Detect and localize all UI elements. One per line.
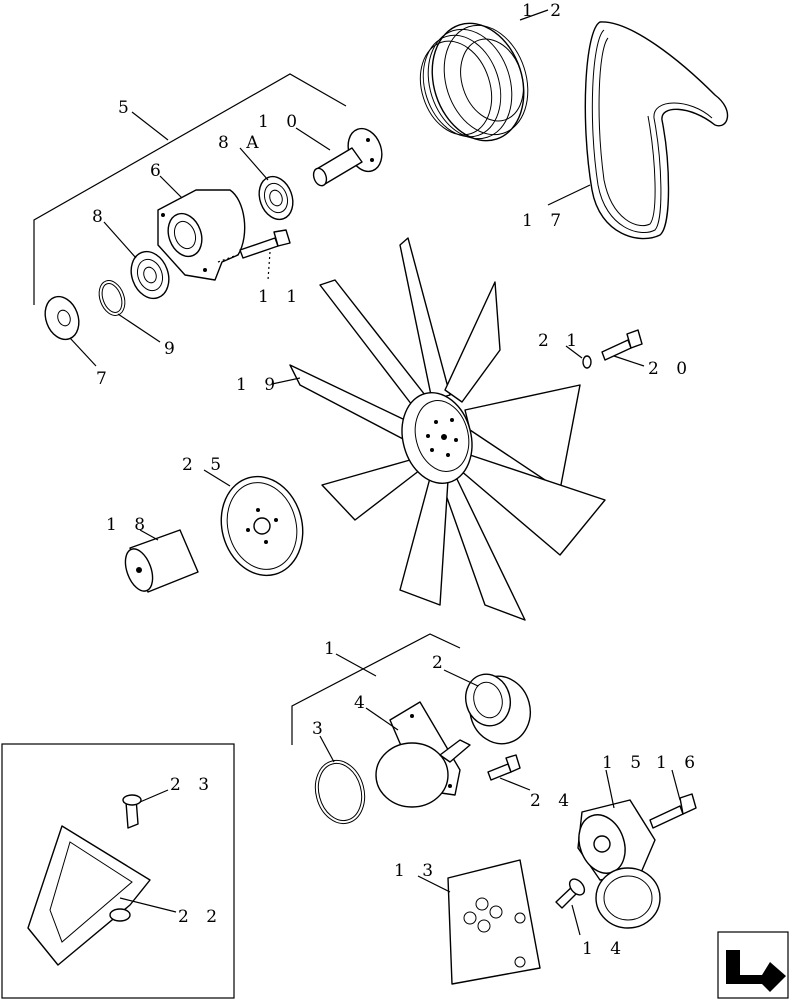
callout-18: 1 8 xyxy=(106,515,151,535)
callout-3: 3 xyxy=(312,719,329,739)
pulley-2 xyxy=(465,673,531,745)
callout-14: 1 4 xyxy=(582,939,627,959)
washer-7 xyxy=(44,295,80,341)
shaft-10 xyxy=(312,127,383,187)
callout-11: 1 1 xyxy=(258,287,303,307)
bolt-14 xyxy=(555,878,586,909)
water-pump-4 xyxy=(375,701,471,808)
pulley-12 xyxy=(419,22,529,142)
bolt-23 xyxy=(122,794,142,829)
callout-19: 1 9 xyxy=(236,375,281,395)
callout-15: 1 5 xyxy=(602,753,647,773)
callout-25: 2 5 xyxy=(182,455,227,475)
callout-22: 2 2 xyxy=(178,907,223,927)
bolt-16 xyxy=(649,793,697,829)
bracket-22 xyxy=(27,825,151,966)
callout-23: 2 3 xyxy=(170,775,215,795)
callout-5: 5 xyxy=(118,98,135,118)
bearing-8a xyxy=(258,175,294,221)
callout-17: 1 7 xyxy=(522,211,567,231)
callout-7: 7 xyxy=(96,369,113,389)
callout-12: 1 2 xyxy=(522,1,567,21)
callout-21: 2 1 xyxy=(538,331,583,351)
bolt-11 xyxy=(239,229,291,259)
pulley-25 xyxy=(220,475,304,577)
callout-10: 1 0 xyxy=(258,112,303,132)
bolt-24 xyxy=(487,754,521,781)
seal-ring-3 xyxy=(314,759,366,825)
next-page-arrow-icon[interactable] xyxy=(717,931,789,999)
callout-6: 6 xyxy=(150,161,167,181)
washer-21 xyxy=(582,355,592,369)
callout-1: 1 xyxy=(324,639,341,659)
plate-13 xyxy=(447,859,541,985)
bolt-20 xyxy=(601,329,643,361)
circlip-9 xyxy=(98,280,126,316)
callout-13: 1 3 xyxy=(394,861,439,881)
callout-2: 2 xyxy=(432,653,449,673)
inset-frame xyxy=(1,743,235,999)
tensioner-15 xyxy=(577,799,661,929)
callout-9: 9 xyxy=(164,339,181,359)
leader-1 xyxy=(291,633,461,745)
callout-8a: 8 A xyxy=(218,133,265,153)
callout-20: 2 0 xyxy=(648,359,693,379)
fan-19 xyxy=(289,237,606,621)
leader-5 xyxy=(33,73,347,305)
spacer-18 xyxy=(124,529,199,593)
bearing-8 xyxy=(130,250,170,300)
callout-8: 8 xyxy=(92,207,109,227)
callout-24: 2 4 xyxy=(530,791,575,811)
callout-4: 4 xyxy=(354,693,371,713)
housing-6 xyxy=(157,189,246,281)
belt-17 xyxy=(584,21,729,240)
callout-16: 1 6 xyxy=(656,753,701,773)
